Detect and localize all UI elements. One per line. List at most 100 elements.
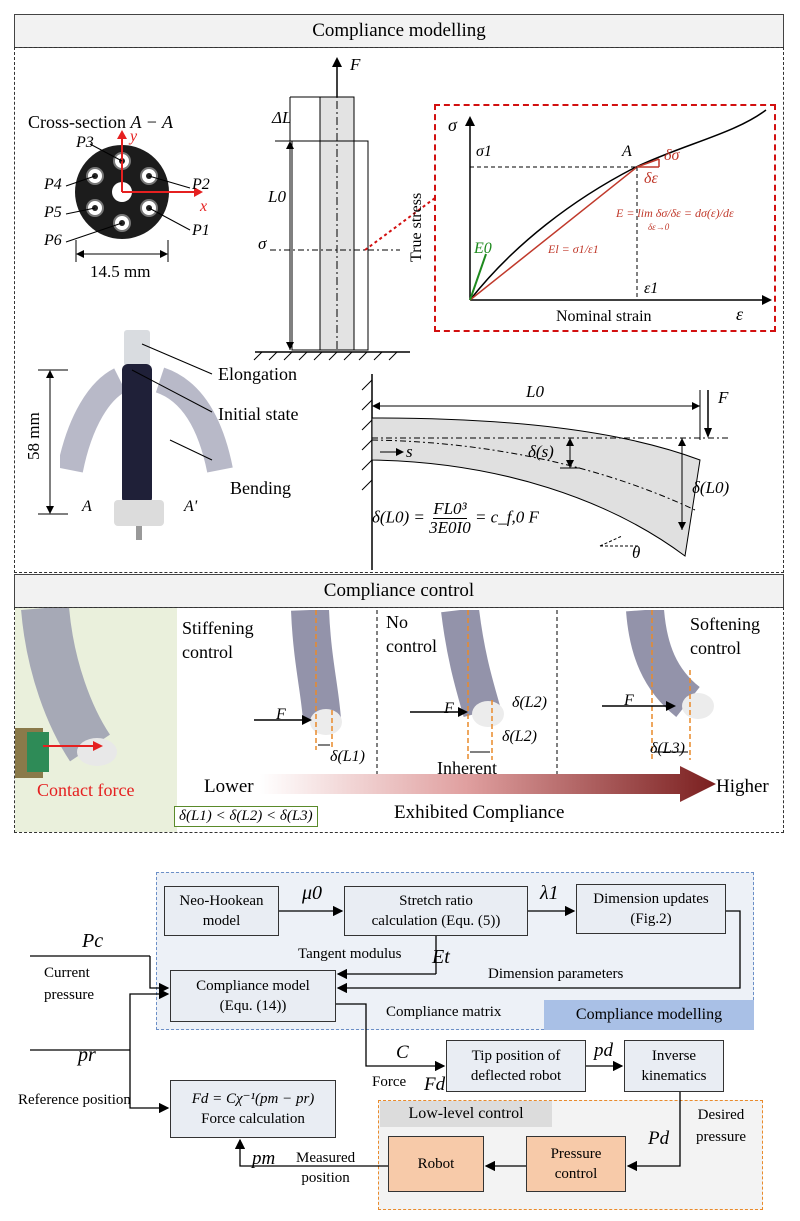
axis-x-label: x xyxy=(200,198,208,215)
elongation-label: Elongation xyxy=(218,364,297,384)
robot-photo xyxy=(60,330,233,540)
el-formula: El = σ1/ε1 xyxy=(548,242,599,256)
axial-force-label: F xyxy=(350,55,361,74)
diameter-label: 14.5 mm xyxy=(90,262,151,281)
contact-force-label: Contact force xyxy=(37,780,135,800)
e0-label: E0 xyxy=(474,240,492,257)
contact-photo xyxy=(15,605,177,832)
chamber-p3: P3 xyxy=(76,134,94,151)
reference-position-label: Reference position xyxy=(18,1092,131,1108)
delta-l-label: ΔL xyxy=(272,108,292,127)
dimension-updates-block: Dimension updates(Fig.2) xyxy=(576,884,726,934)
pc-label: Pc xyxy=(82,930,104,952)
beam-theta-label: θ xyxy=(632,543,641,562)
control-panel xyxy=(14,607,784,833)
exhibited-compliance-label: Exhibited Compliance xyxy=(394,802,565,823)
stress-strain-chart xyxy=(434,104,776,332)
beam-s-label: s xyxy=(406,442,413,461)
beam-force-label: F xyxy=(718,388,729,407)
eps1-label: ε1 xyxy=(644,280,659,297)
l0-label: L0 xyxy=(268,187,286,206)
bending-label: Bending xyxy=(230,478,291,498)
control-robots xyxy=(254,610,714,760)
pd-label: pd xyxy=(594,1040,613,1061)
robot-leader-lines xyxy=(131,343,213,461)
x-axis-label: Nominal strain xyxy=(556,308,652,325)
pr-label: pr xyxy=(78,1044,96,1066)
delta-eps-label: δε xyxy=(644,170,658,187)
delta-sigma-label: δσ xyxy=(664,147,680,164)
c-label: C xyxy=(396,1042,409,1063)
cross-section-title: Cross-section A − A xyxy=(28,112,173,132)
modelling-panel xyxy=(14,47,784,573)
compliance-gradient-arrow xyxy=(260,766,716,802)
tangent-modulus-label: Tangent modulus xyxy=(298,946,402,962)
axial-bar-figure xyxy=(253,57,410,361)
point-a-label: A xyxy=(622,143,632,160)
lambda1-label: λ1 xyxy=(540,882,559,904)
chamber-p6: P6 xyxy=(44,232,62,249)
dl2a-label: δ(L2) xyxy=(512,694,547,711)
dimension-parameters-label: Dimension parameters xyxy=(488,966,624,982)
beam-delta-s-label: δ(s) xyxy=(528,442,554,461)
e-formula-limit: δε→0 xyxy=(648,222,670,232)
force-label: Force xyxy=(372,1074,407,1090)
stiff-force-label: F xyxy=(276,706,286,723)
et-label: Et xyxy=(432,946,450,968)
cross-section-figure xyxy=(65,130,203,262)
lower-label: Lower xyxy=(204,776,254,797)
e-formula: E = lim δσ/δε = dσ(ε)/dε xyxy=(616,206,734,220)
stress-strain-plot xyxy=(465,109,772,305)
flow-arrows xyxy=(30,905,741,1172)
pm-label: pm xyxy=(252,1148,276,1169)
dl1-label: δ(L1) xyxy=(330,748,365,765)
section-a-label: A xyxy=(82,498,92,515)
chamber-p2: P2 xyxy=(192,176,210,193)
height-dimension xyxy=(38,369,68,515)
chamber-p5: P5 xyxy=(44,204,62,221)
pd-upper-label: Pd xyxy=(648,1128,670,1149)
compliance-modelling-tag: Compliance modelling xyxy=(544,1000,754,1030)
inherent-label: Inherent xyxy=(437,758,497,778)
soft-force-label: F xyxy=(624,692,634,709)
low-level-control-tag: Low-level control xyxy=(380,1101,552,1127)
dl3-label: δ(L3) xyxy=(650,740,685,757)
sigma-axis-symbol: σ xyxy=(448,115,457,135)
epsilon-axis-symbol: ε xyxy=(736,304,744,324)
height-label: 58 mm xyxy=(24,412,43,460)
compliance-control-header: Compliance control xyxy=(14,574,784,608)
nocontrol-force-label: F xyxy=(444,700,454,717)
y-axis-label: True stress xyxy=(408,192,425,262)
chamber-p1: P1 xyxy=(192,222,210,239)
section-a2-label: A' xyxy=(184,498,198,515)
initial-state-label: Initial state xyxy=(218,404,299,424)
higher-label: Higher xyxy=(716,776,769,797)
compliance-matrix-label: Compliance matrix xyxy=(386,1004,502,1020)
control-dividers xyxy=(376,610,558,780)
fd-label: Fd xyxy=(424,1074,446,1095)
mu0-label: μ0 xyxy=(302,882,323,904)
force-calculation-block: Fd = Cχ⁻¹(pm − pr)Force calculation xyxy=(170,1080,336,1138)
zoom-connector xyxy=(364,197,436,251)
dl2b-label: δ(L2) xyxy=(502,728,537,745)
compliance-modelling-header: Compliance modelling xyxy=(14,14,784,48)
sigma1-label: σ1 xyxy=(476,143,492,160)
chamber-p4: P4 xyxy=(44,176,62,193)
inequality-label: δ(L1) < δ(L2) < δ(L3) xyxy=(174,806,318,827)
sigma-label: σ xyxy=(258,234,267,253)
robot-block: Robot xyxy=(388,1136,484,1192)
beam-formula: δ(L0) = FL0³ 3E0I0 = c_f,0 F xyxy=(372,499,539,537)
compliance-model-block: Compliance model(Equ. (14)) xyxy=(170,970,336,1022)
beam-delta-l0-label: δ(L0) xyxy=(692,478,730,497)
